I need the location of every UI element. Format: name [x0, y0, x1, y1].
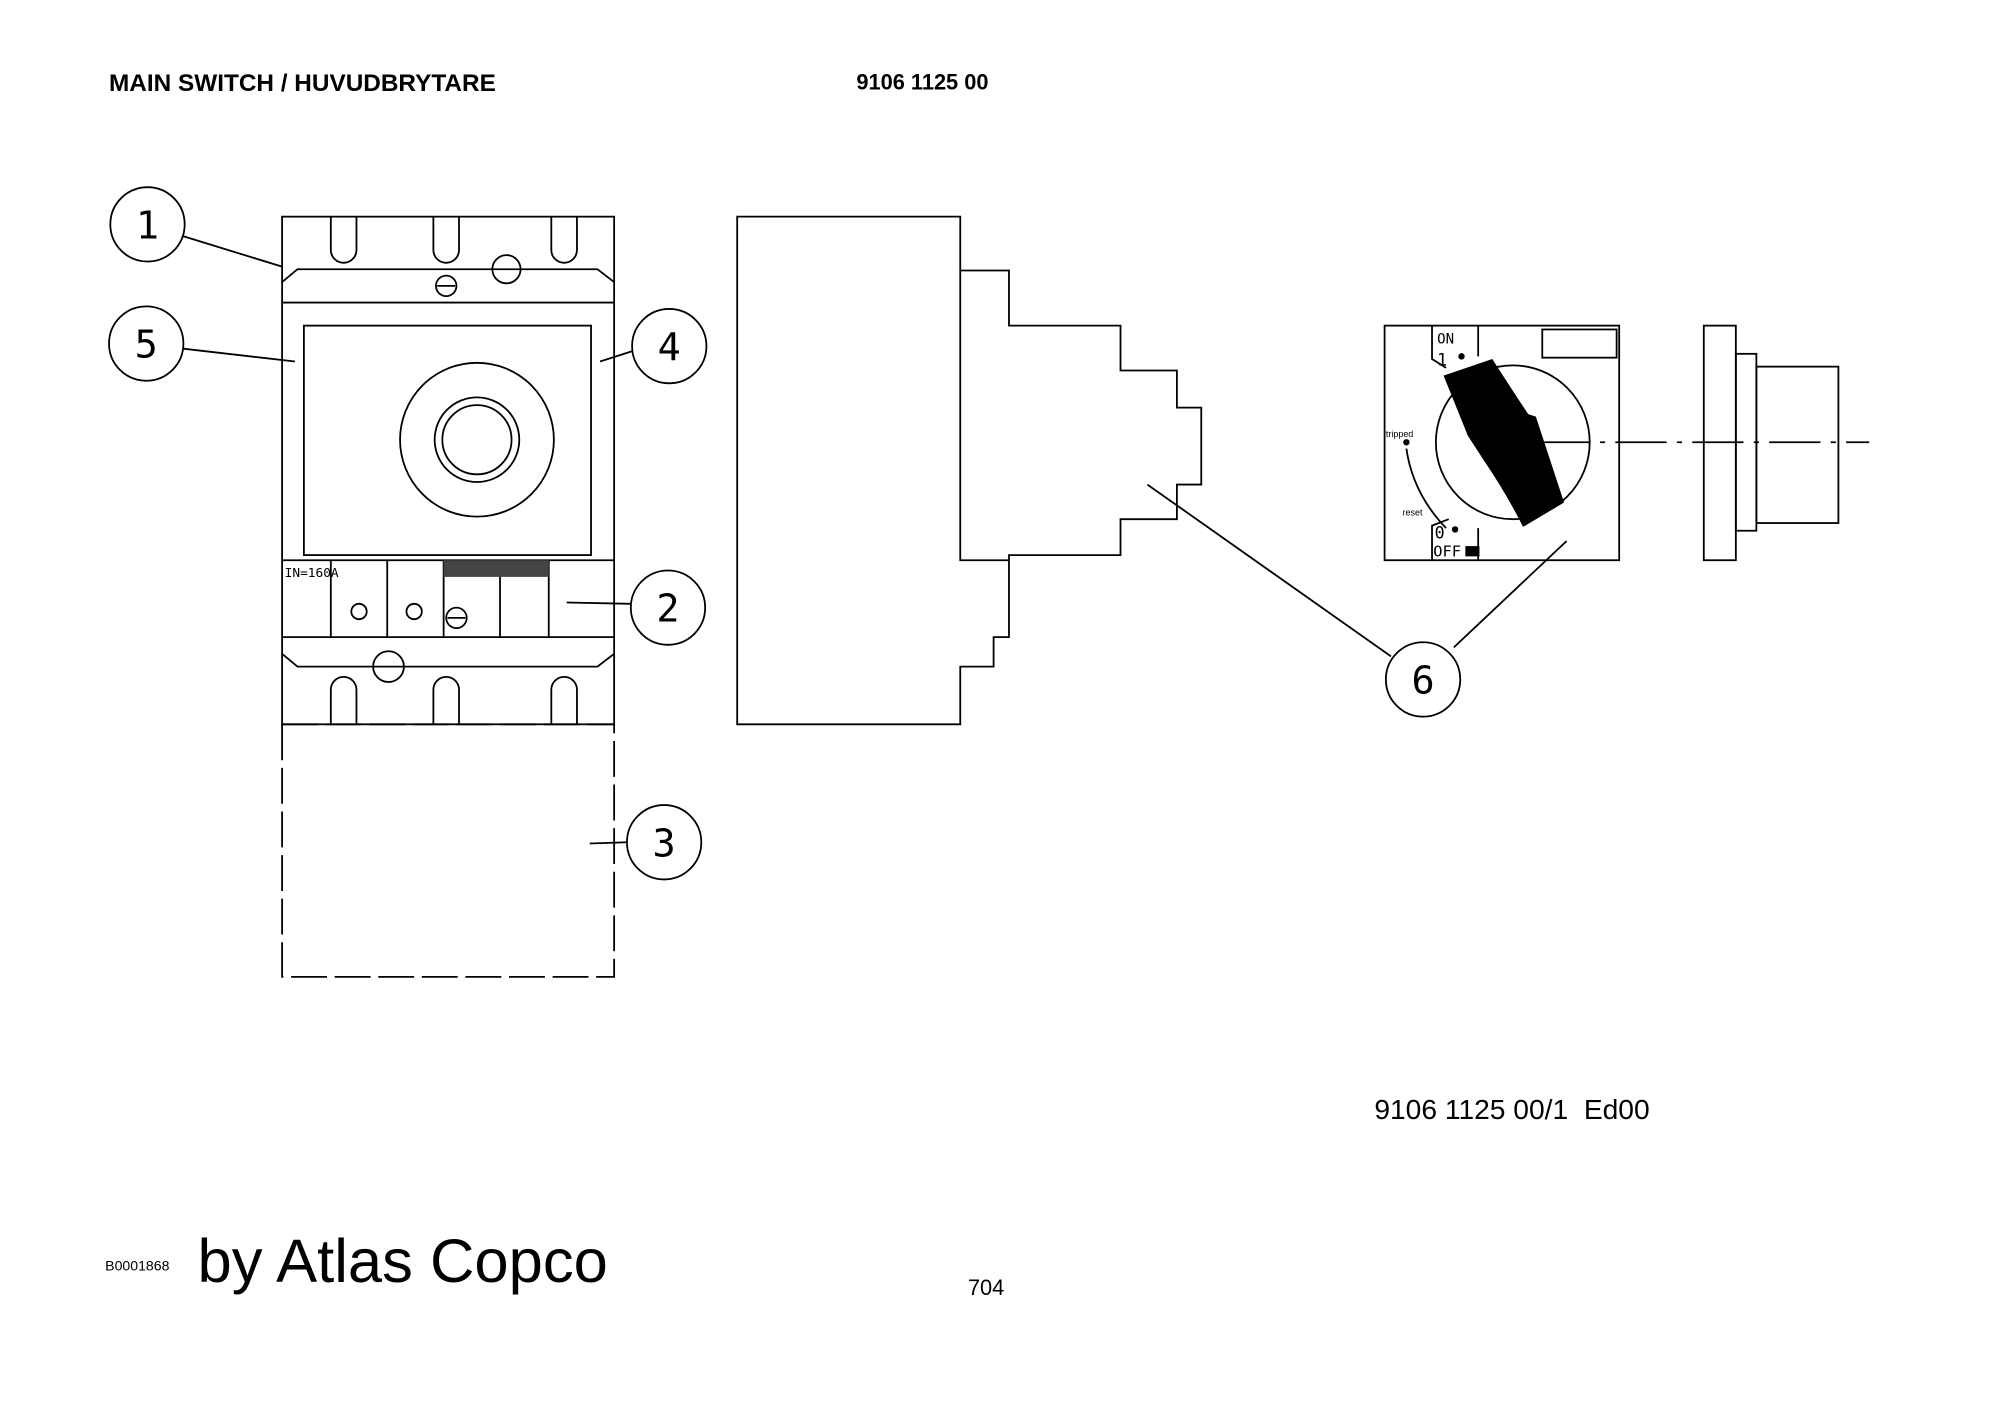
callout-2: 2	[629, 569, 707, 646]
lock-icon	[1465, 546, 1480, 557]
rating-label: IN=160A	[285, 566, 339, 581]
svg-text:5: 5	[135, 323, 158, 368]
callout-4: 4	[631, 308, 708, 385]
zero-label: 0	[1435, 523, 1445, 542]
callouts: 1 2 3 4 5 6	[108, 186, 1568, 881]
tripped-label: tripped	[1386, 429, 1413, 439]
handle-side-view	[1702, 324, 1840, 562]
svg-text:4: 4	[658, 325, 681, 370]
reset-label: reset	[1403, 507, 1423, 517]
svg-text:2: 2	[656, 587, 679, 632]
callout-1: 1	[109, 186, 186, 263]
callout-5: 5	[108, 305, 185, 382]
handle-blade	[1443, 358, 1565, 527]
on-label: ON	[1437, 332, 1454, 348]
page-title: MAIN SWITCH / HUVUDBRYTARE	[109, 70, 496, 97]
hatched-label	[443, 560, 549, 577]
breaker-side-view	[736, 215, 1203, 726]
part-number: 9106 1125 00	[856, 70, 988, 95]
document-id: B0001868	[105, 1257, 169, 1273]
svg-text:6: 6	[1411, 659, 1434, 704]
svg-text:1: 1	[136, 203, 159, 248]
circuit-breaker: IN=160A	[281, 215, 616, 978]
callout-3: 3	[626, 804, 703, 881]
brand-text: by Atlas Copco	[197, 1227, 607, 1296]
drawing-reference: 9106 1125 00/1 Ed00	[1374, 1093, 1649, 1125]
one-label: 1	[1437, 350, 1447, 369]
rotary-handle: ON 1 tripped reset 0 OFF	[1383, 324, 1870, 562]
callout-6: 6	[1384, 641, 1462, 718]
svg-text:3: 3	[653, 821, 676, 866]
page-number: 704	[968, 1275, 1004, 1300]
off-label: OFF	[1433, 542, 1461, 560]
